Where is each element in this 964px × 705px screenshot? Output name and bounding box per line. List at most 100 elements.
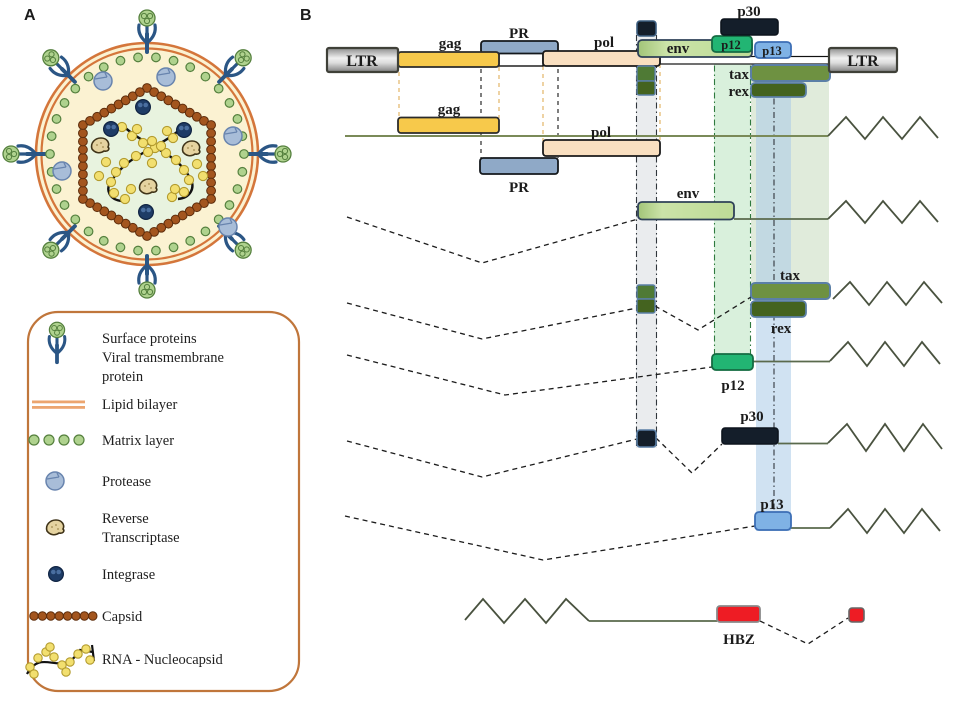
matrix-layer-ring [45,52,249,256]
splice-dash-2 [654,296,752,331]
lipid-bilayer-icon [32,400,85,409]
splice-dash-1 [346,438,638,478]
provirus-row: LTR LTR gag PR pol env p12 p13 p30 tax r… [325,4,899,100]
rex-exon2-box [636,298,656,314]
virus-particle [2,9,292,299]
polya-zigzag [829,340,941,368]
tax-rex-exon1 [636,20,657,37]
env-label: env [667,41,690,57]
legend-box [26,310,301,693]
gag-label: gag [438,102,461,118]
surface-protein-icon [47,321,67,365]
exon1-band [636,35,657,448]
legend-capsid-label: Capsid [102,609,143,625]
reverse-transcriptase-icon [45,519,65,536]
pr-box [479,157,559,175]
polya-zigzag-left [464,597,590,625]
legend-rna-label: RNA - Nucleocapsid [102,652,224,668]
legend-surface-line2: Viral transmembrane [102,350,224,366]
p13-label: p13 [762,44,781,58]
pr-orf [480,40,559,55]
rna-icon-dots [25,642,95,679]
env-label: env [677,186,700,202]
hbz-box [716,605,761,623]
splice-dash [346,354,713,396]
protease-icon [45,471,65,491]
polya-zigzag [827,199,939,225]
p13-orf [754,41,792,59]
legend-integrase-label: Integrase [102,567,155,583]
capsid-icon [29,611,98,621]
hbz-label: HBZ [723,632,755,648]
splice-dash-2 [655,437,723,474]
rex-label: rex [771,321,792,337]
tax-label: tax [729,67,749,83]
p12-label: p12 [721,38,740,52]
pr-label: PR [509,26,529,42]
ltr-left-box [325,46,400,74]
rex-label: rex [728,84,749,100]
legend-matrix-label: Matrix layer [102,433,174,449]
mrna-p12-row: p12 [346,340,941,396]
hbz-exon2-box [848,607,865,623]
protease-molecules [52,67,243,237]
pol-box [542,139,661,157]
rex-orf [750,82,807,98]
legend-rt-line1: Reverse [102,511,149,527]
legend-surface-line3: protein [102,369,144,385]
legend-lipid-label: Lipid bilayer [102,397,177,413]
legend-protease-label: Protease [102,474,151,490]
mrna-tax-rex-row: tax rex [346,268,943,340]
exon1-box [636,429,657,448]
rex-exon2-mark [636,80,656,96]
p13-label: p13 [760,497,783,513]
ltr-right-box [827,46,899,74]
legend: Surface proteins Viral transmembrane pro… [25,310,301,693]
env-box [637,201,735,221]
mrna-gag-pol-row: gag pol PR [345,102,939,196]
tax-exon2-mark [636,65,656,82]
integrase-molecules [102,98,193,221]
integrase-icon [47,565,64,582]
splice-dash [344,515,756,561]
pr-label: PR [509,180,529,196]
splice-dash [346,216,639,264]
p30-label: p30 [740,409,763,425]
p30-orf [720,18,779,36]
mrna-env-row: env [346,186,939,264]
tax-exon2-box [636,284,656,300]
mrna-p30-row: p30 [346,409,943,478]
gag-orf [397,51,500,68]
legend-rt-line2: Transcriptase [102,530,180,546]
ltr-right-label: LTR [847,53,879,70]
tax-orf [750,64,831,82]
reverse-transcriptase-molecules [90,137,201,195]
pol-label: pol [591,125,611,141]
gag-label: gag [439,36,462,52]
p12-box [711,353,754,371]
polya-zigzag [827,422,943,453]
splice-dash-1 [346,302,638,340]
pol-orf [542,50,661,67]
p12-label: p12 [721,378,744,394]
p13-box [754,511,792,531]
polya-zigzag [827,115,939,141]
panel-b-label: B [300,7,312,24]
tax-box [750,282,831,300]
p30-box [721,427,779,445]
gene-boundary-dashes [398,53,661,158]
matrix-layer-icon [28,434,85,446]
tax-label: tax [780,268,800,284]
splice-dash [759,617,849,645]
gag-box [397,116,500,134]
mrna-p13-row: p13 [344,497,941,561]
ltr-left-label: LTR [346,53,378,70]
polya-zigzag [829,507,941,535]
p12-orf [711,35,753,53]
legend-surface-line1: Surface proteins [102,331,197,347]
rex-box [750,300,807,318]
pol-label: pol [594,35,614,51]
mrna-hbz-row: HBZ [464,597,865,648]
